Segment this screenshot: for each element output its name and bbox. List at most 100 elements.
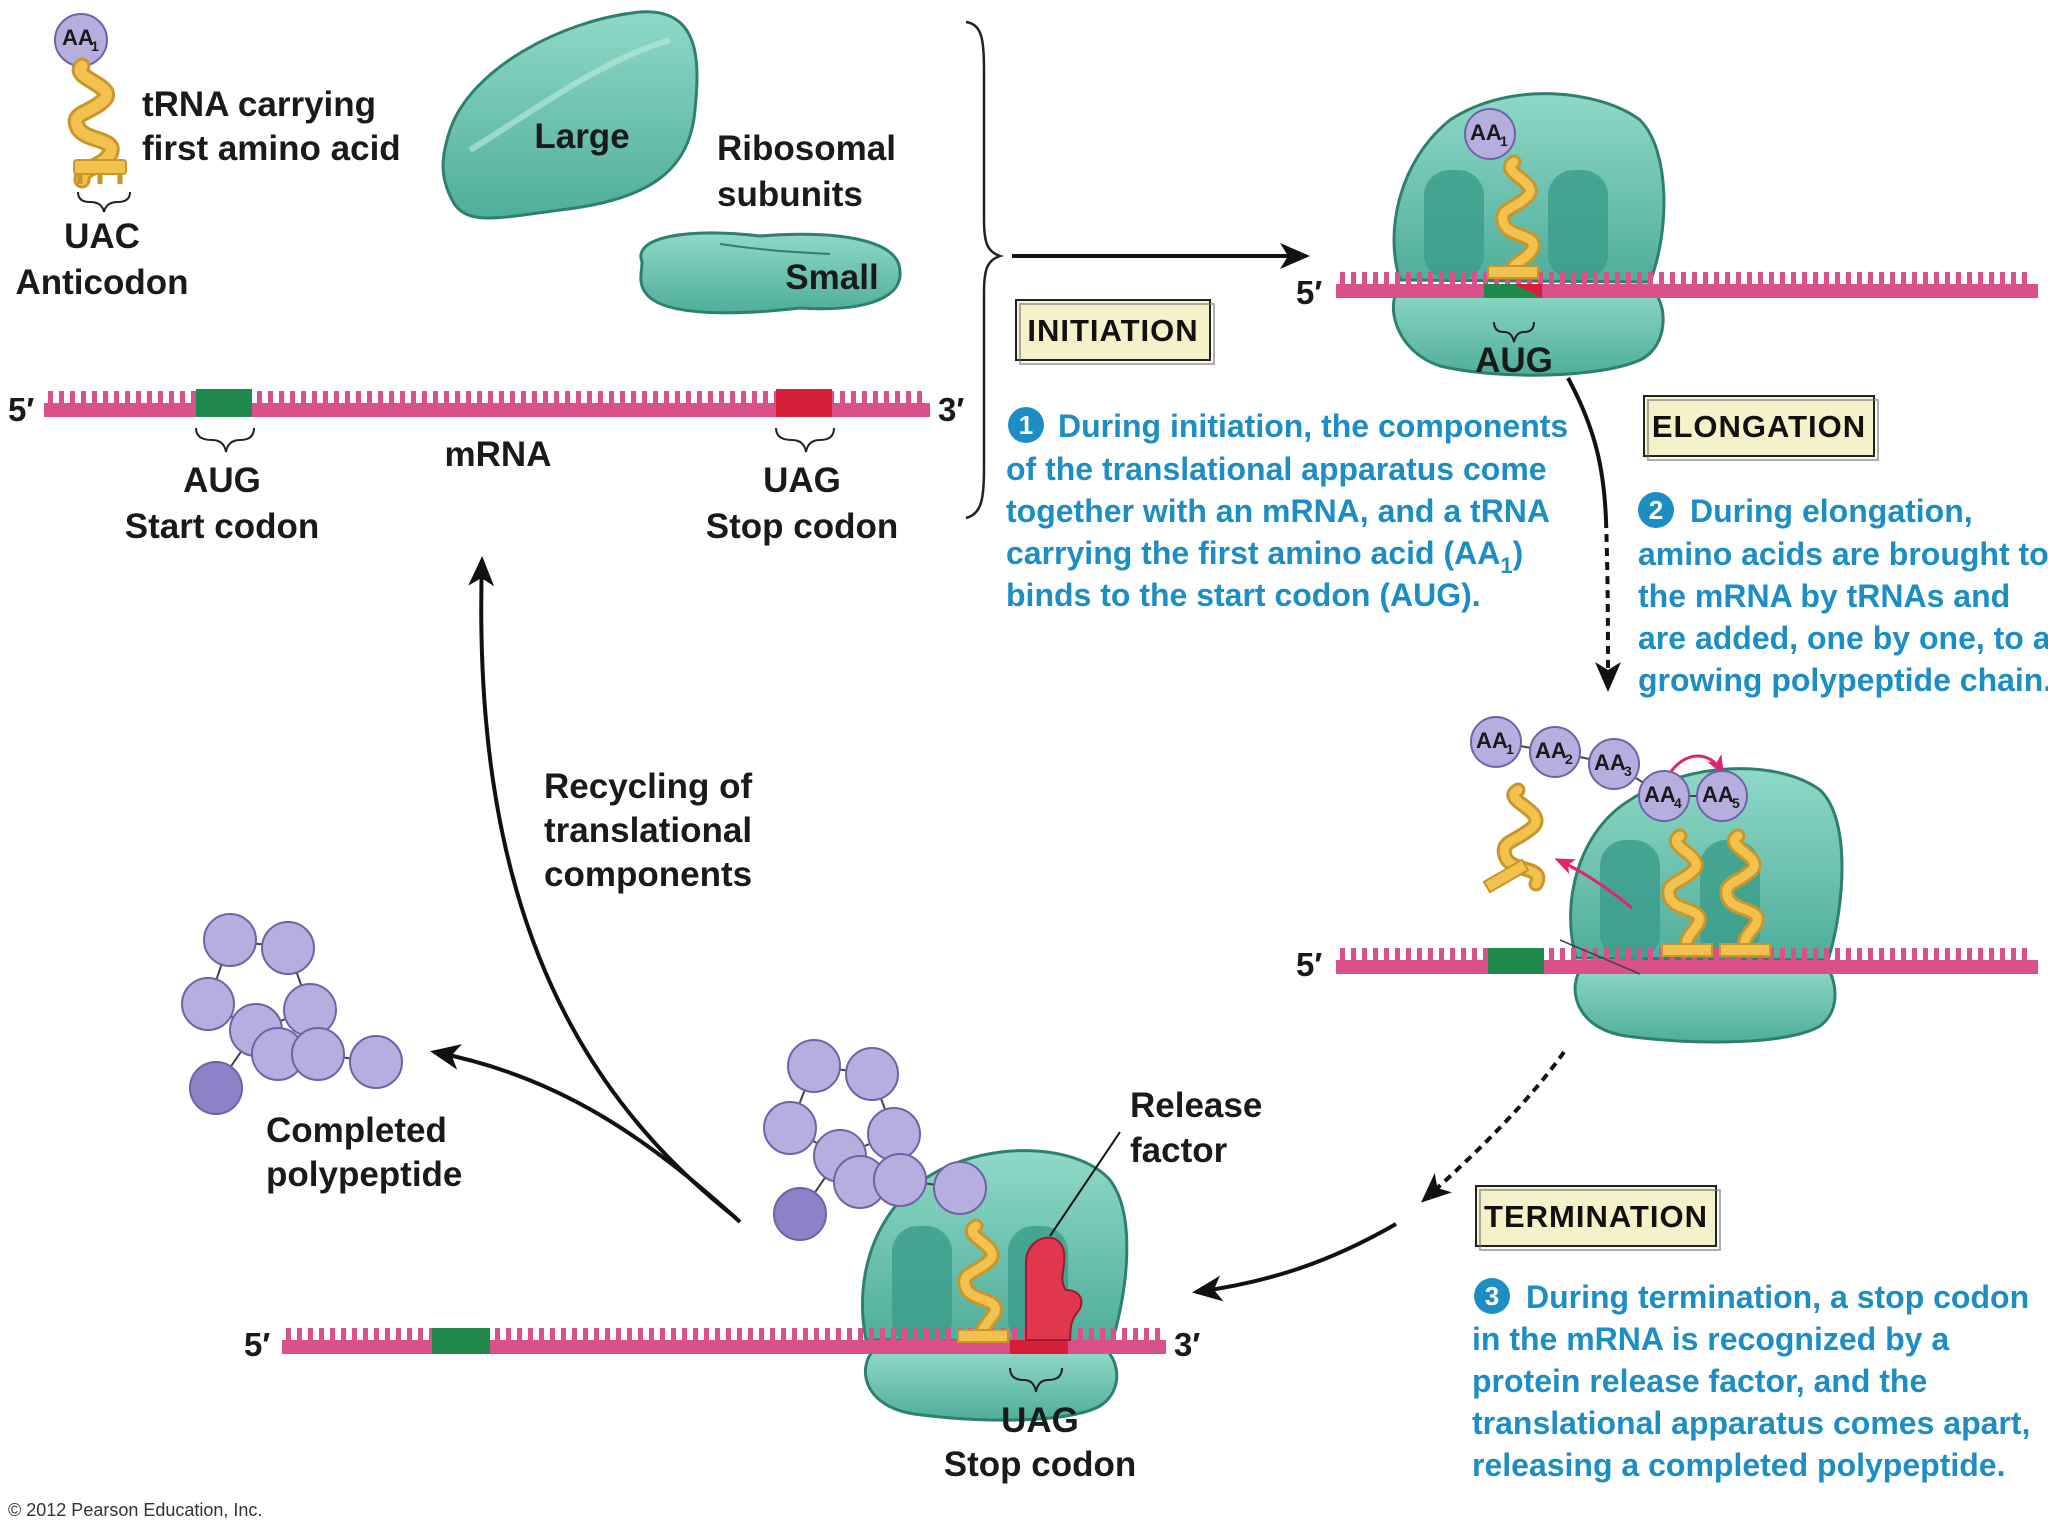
small-subunit-label: Small xyxy=(785,258,878,297)
nucleotide-tick xyxy=(374,1328,379,1342)
nucleotide-tick xyxy=(1989,272,1994,286)
small-subunit: Small xyxy=(639,231,902,315)
nucleotide-tick xyxy=(1923,948,1928,962)
nucleotide-tick xyxy=(2000,948,2005,962)
nucleotide-tick xyxy=(1692,272,1697,286)
nucleotide-tick xyxy=(1736,272,1741,286)
nucleotide-tick xyxy=(1890,272,1895,286)
stop-codon-label: Stop codon xyxy=(706,507,898,546)
nucleotide-tick xyxy=(561,1328,566,1342)
nucleotide-tick xyxy=(1395,948,1400,962)
termination-mrna xyxy=(282,1340,1166,1354)
nucleotide-tick xyxy=(1890,948,1895,962)
termination-label: TERMINATION xyxy=(1484,1199,1708,1234)
completed-line1: Completed xyxy=(266,1111,447,1150)
nucleotide-tick xyxy=(1912,272,1917,286)
initiation-label: INITIATION xyxy=(1027,313,1198,348)
nucleotide-tick xyxy=(1417,948,1422,962)
nucleotide-tick xyxy=(891,1328,896,1342)
nucleotide-tick xyxy=(1956,948,1961,962)
termination-desc-line5: releasing a completed polypeptide. xyxy=(1472,1447,2005,1483)
nucleotide-tick xyxy=(924,1328,929,1342)
mrna-strand-top xyxy=(44,389,930,417)
amino-acid xyxy=(181,977,235,1031)
nucleotide-tick xyxy=(1967,948,1972,962)
nucleotide-tick xyxy=(1802,272,1807,286)
elongation-desc-line4: are added, one by one, to a xyxy=(1638,620,2048,656)
nucleotide-tick xyxy=(279,391,284,405)
nucleotide-tick xyxy=(671,1328,676,1342)
nucleotide-tick xyxy=(389,391,394,405)
nucleotide-tick xyxy=(1417,272,1422,286)
elongation-desc-line2: amino acids are brought to xyxy=(1638,536,2048,572)
nucleotide-tick xyxy=(1549,272,1554,286)
nucleotide-tick xyxy=(418,1328,423,1342)
nucleotide-tick xyxy=(2022,272,2027,286)
nucleotide-tick xyxy=(1155,1328,1160,1342)
nucleotide-tick xyxy=(825,1328,830,1342)
elongation-amino-acid xyxy=(1638,770,1690,822)
amino-acid xyxy=(203,913,257,967)
termination-description: 3 During termination, a stop codon in th… xyxy=(1472,1278,2030,1483)
nucleotide-tick xyxy=(1670,272,1675,286)
termination-three-prime: 3′ xyxy=(1174,1326,1200,1363)
nucleotide-tick xyxy=(1780,948,1785,962)
initiation-description: 1 During initiation, the components of t… xyxy=(1006,407,1568,613)
termination-codon: UAG xyxy=(1001,1401,1079,1440)
elongation-mrna xyxy=(1336,960,2038,974)
nucleotide-tick xyxy=(385,1328,390,1342)
nucleotide-tick xyxy=(1144,1328,1149,1342)
nucleotide-tick xyxy=(1362,272,1367,286)
termination-arrow-solid xyxy=(1192,1222,1397,1302)
nucleotide-tick xyxy=(543,391,548,405)
nucleotide-tick xyxy=(1100,1328,1105,1342)
elongation-aug-mark xyxy=(1488,948,1544,974)
nucleotide-tick xyxy=(1901,948,1906,962)
nucleotide-tick xyxy=(1395,272,1400,286)
termination-stage-label: TERMINATION xyxy=(1475,1185,1721,1251)
nucleotide-tick xyxy=(499,391,504,405)
nucleotide-tick xyxy=(1483,272,1488,286)
nucleotide-tick xyxy=(1472,272,1477,286)
nucleotide-tick xyxy=(308,1328,313,1342)
nucleotide-tick xyxy=(136,391,141,405)
amino-acid xyxy=(787,1039,841,1093)
trna-icon xyxy=(67,57,127,189)
nucleotide-tick xyxy=(1901,272,1906,286)
elongation-exiting-trna xyxy=(1482,782,1546,894)
nucleotide-tick xyxy=(1615,948,1620,962)
nucleotide-tick xyxy=(1648,272,1653,286)
nucleotide-tick xyxy=(565,391,570,405)
termination-codon-label: Stop codon xyxy=(944,1445,1136,1484)
elongation-amino-acid xyxy=(1470,716,1522,768)
nucleotide-tick xyxy=(858,1328,863,1342)
nucleotide-tick xyxy=(1450,272,1455,286)
nucleotide-tick xyxy=(1439,272,1444,286)
nucleotide-tick xyxy=(917,391,922,405)
nucleotide-tick xyxy=(330,1328,335,1342)
nucleotide-tick xyxy=(158,391,163,405)
mrna-label: mRNA xyxy=(445,435,552,474)
nucleotide-tick xyxy=(2022,948,2027,962)
trna-exit-arrow xyxy=(1554,858,1633,910)
nucleotide-tick xyxy=(737,1328,742,1342)
elongation-desc-line1: During elongation, xyxy=(1690,493,1973,529)
recycling-line1: Recycling of xyxy=(544,767,752,806)
elongation-arrow-dashed xyxy=(1594,519,1621,692)
nucleotide-tick xyxy=(1406,948,1411,962)
start-codon-label: Start codon xyxy=(125,507,319,546)
nucleotide-tick xyxy=(869,1328,874,1342)
nucleotide-tick xyxy=(70,391,75,405)
termination-polypeptide xyxy=(763,1039,987,1241)
release-factor-line2: factor xyxy=(1130,1131,1228,1170)
nucleotide-tick xyxy=(902,1328,907,1342)
nucleotide-tick xyxy=(1945,948,1950,962)
nucleotide-tick xyxy=(594,1328,599,1342)
anticodon-label: Anticodon xyxy=(15,263,188,302)
nucleotide-tick xyxy=(1758,272,1763,286)
nucleotide-tick xyxy=(367,391,372,405)
step-3-number: 3 xyxy=(1485,1281,1499,1311)
amino-acid xyxy=(933,1161,987,1215)
completed-line2: polypeptide xyxy=(266,1155,462,1194)
nucleotide-tick xyxy=(1989,948,1994,962)
